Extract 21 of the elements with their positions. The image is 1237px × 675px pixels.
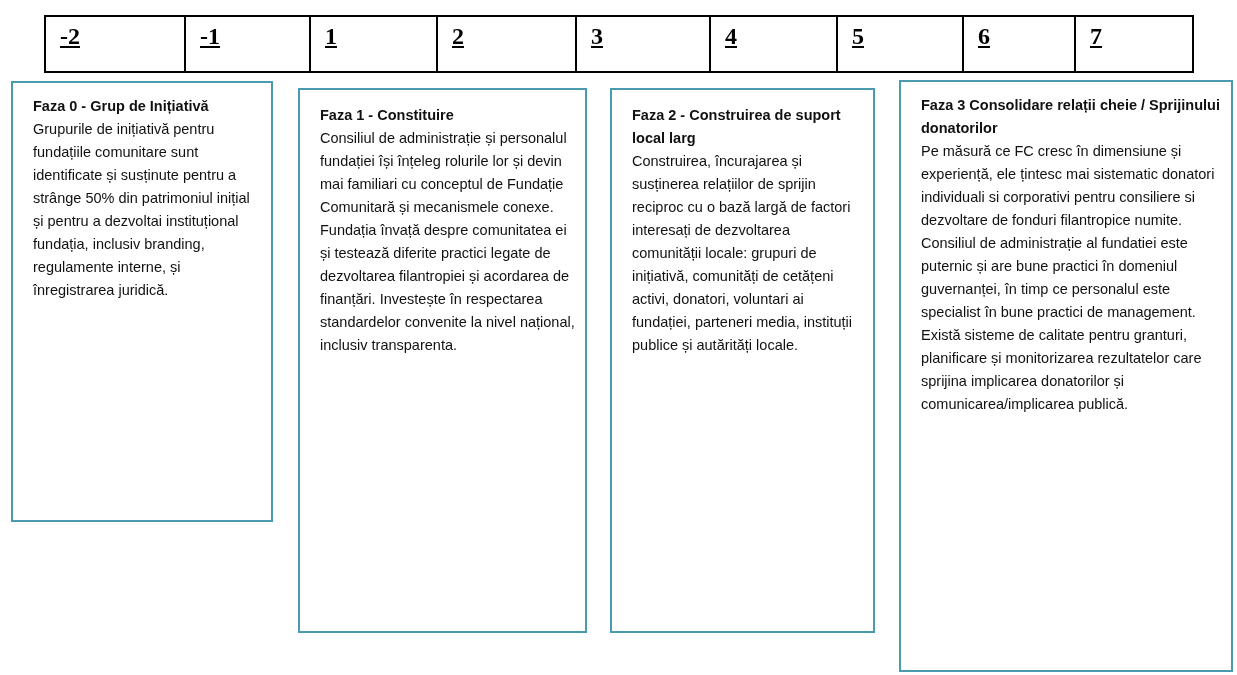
phase-heading: Faza 0 - Grup de Inițiativă xyxy=(33,97,210,116)
phase-heading: Faza 1 - Constituire xyxy=(320,106,455,125)
table-cell-number: 3 xyxy=(591,23,603,49)
phase-heading: Faza 3 Consolidare relații cheie / Sprijinului donatorilor xyxy=(921,96,1221,138)
phase-heading: Faza 2 - Construirea de suport local larg xyxy=(632,106,842,148)
phase-box xyxy=(610,88,875,633)
phase-description: Construirea, încurajarea și susținerea relațiilor de sprijin reciproc cu o bază largă de factori interesați de dezvoltarea comunității locale: grupuri de inițiativă, comunități de cetățeni activi, donatori, voluntari ai fundației, parteneri media, instituții publice și autărități locale. xyxy=(632,152,854,355)
table-cell-number: 4 xyxy=(725,23,737,49)
table-cell-number: 7 xyxy=(1090,23,1102,49)
phase-box xyxy=(11,81,273,522)
table-cell-number: 1 xyxy=(325,23,337,49)
table-cell-number: 6 xyxy=(978,23,990,49)
table-cell-number: -1 xyxy=(200,23,220,49)
phase-box xyxy=(899,80,1233,672)
table-cell-number: -2 xyxy=(60,23,80,49)
phase-box xyxy=(298,88,587,633)
table-cell-number: 5 xyxy=(852,23,864,49)
phase-description: Pe măsură ce FC cresc în dimensiune și experiență, ele țintesc mai sistematic donatori individuali si corporativi pentru consiliere si dezvoltare de fonduri filantropice numite. Consiliul de administrație al fundatiei este puternic și are bune practici în domeniul guvernanței, în timp ce personalul este specialist în bune practici de management. Există sisteme de calitate pentru granturi, planificare și monitorizarea rezultatelor care sprijina implicarea donatorilor și comunicarea/implicarea publică. xyxy=(921,142,1216,414)
phase-description: Consiliul de administrație și personalul fundației își înțeleg rolurile lor și devin mai familiari cu conceptul de Fundație Comunitară și mecanismele conexe. Fundația învață despre comunitatea ei și testează diferite practici legate de dezvoltarea filantropiei și acordarea de finanțări. Investește în respectarea standardelor convenite la nivel național, inclusiv transparenta. xyxy=(320,129,575,355)
phase-description: Grupurile de inițiativă pentru fundațiile comunitare sunt identificate și susținute pentru a strânge 50% din patrimoniul inițial și pentru a dezvoltai instituțional fundația, inclusiv branding, regulamente interne, și înregistrarea juridică. xyxy=(33,120,251,300)
table-cell-number: 2 xyxy=(452,23,464,49)
